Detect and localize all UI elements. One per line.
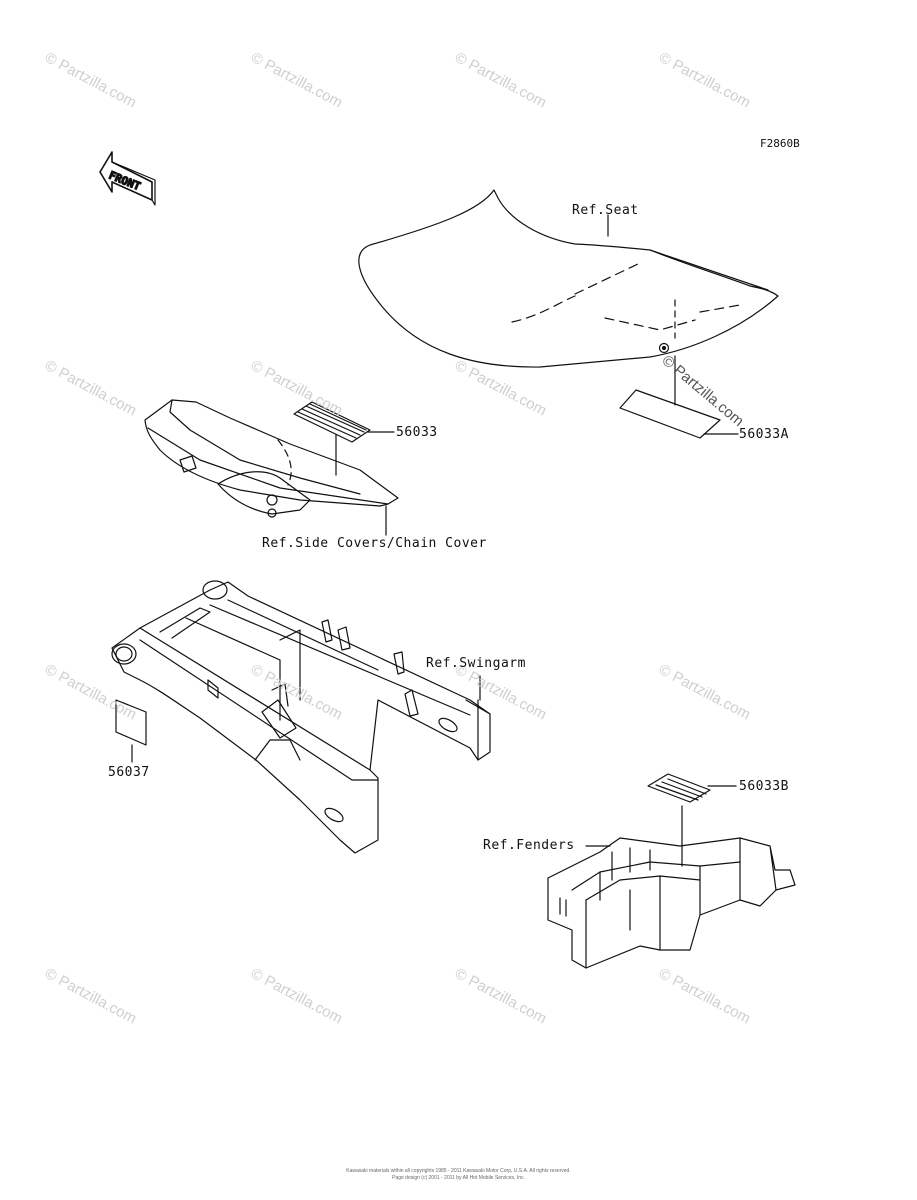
part-number-56033a[interactable]: 56033A [739, 427, 789, 442]
label-56033-shape [293, 401, 371, 443]
ref-side-covers-label: Ref.Side Covers/Chain Cover [262, 536, 487, 551]
part-number-56033[interactable]: 56033 [396, 425, 438, 440]
part-number-56033b[interactable]: 56033B [739, 779, 789, 794]
copyright-line-2: Page design (c) 2001 - 2011 by All Hot M… [392, 1175, 525, 1181]
ref-fenders-label: Ref.Fenders [483, 838, 575, 853]
rear-fender-outline [547, 837, 796, 969]
ref-swingarm-label: Ref.Swingarm [426, 656, 526, 671]
ref-seat-label: Ref.Seat [572, 203, 639, 218]
label-56037-shape [115, 699, 147, 746]
label-56033b-shape [647, 773, 711, 803]
side-chain-cover-outline [144, 399, 399, 536]
figure-code: F2860B [760, 137, 800, 150]
part-number-56037[interactable]: 56037 [108, 765, 150, 780]
seat-outline [358, 189, 779, 406]
front-arrow-icon: FRONT [99, 151, 156, 206]
copyright-line-1: Kawasaki materials within all copyrights… [346, 1168, 571, 1174]
label-56033a-shape [619, 389, 721, 439]
swingarm-outline [111, 580, 491, 854]
